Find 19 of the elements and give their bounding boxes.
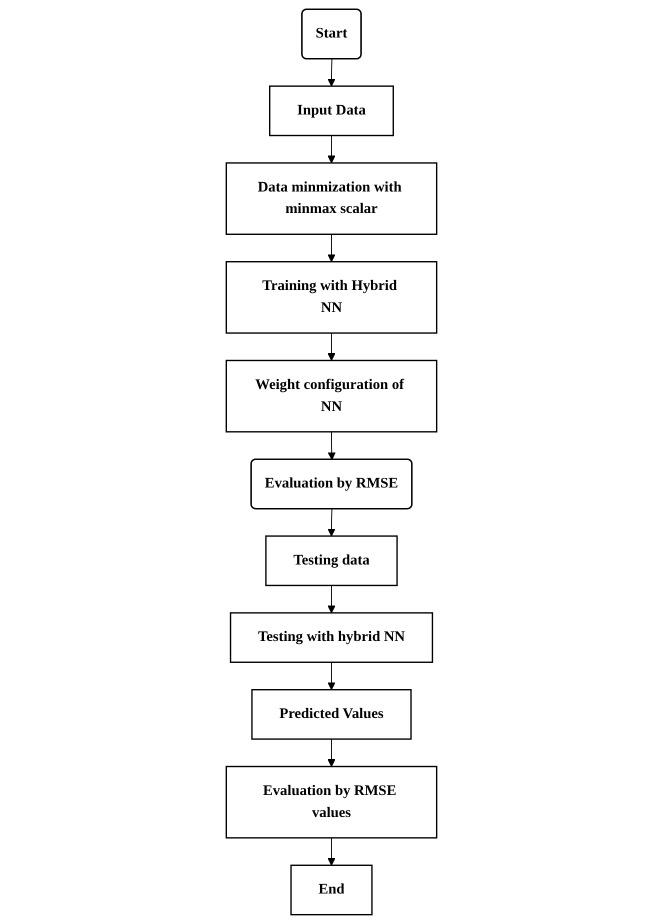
arrow: [327, 662, 336, 690]
arrow: [327, 508, 336, 536]
node-box: Training with Hybrid NN: [226, 261, 438, 334]
arrow: [327, 234, 336, 262]
node-box: Predicted Values: [251, 689, 412, 740]
arrow: [327, 135, 336, 164]
node-box: Evaluation by RMSE values: [226, 766, 438, 839]
arrow: [327, 332, 336, 361]
node-box: Data minmization with minmax scalar: [226, 162, 438, 235]
node-box: Testing with hybrid NN: [230, 612, 434, 663]
arrow: [327, 837, 336, 866]
arrow: [327, 58, 336, 86]
node-box: Weight configuration of NN: [226, 360, 438, 432]
arrow: [327, 738, 336, 767]
node-box: End: [290, 864, 373, 916]
arrow: [327, 585, 336, 614]
node-box: Input Data: [269, 85, 394, 136]
arrow: [328, 431, 336, 460]
node-box: Testing data: [265, 535, 398, 586]
